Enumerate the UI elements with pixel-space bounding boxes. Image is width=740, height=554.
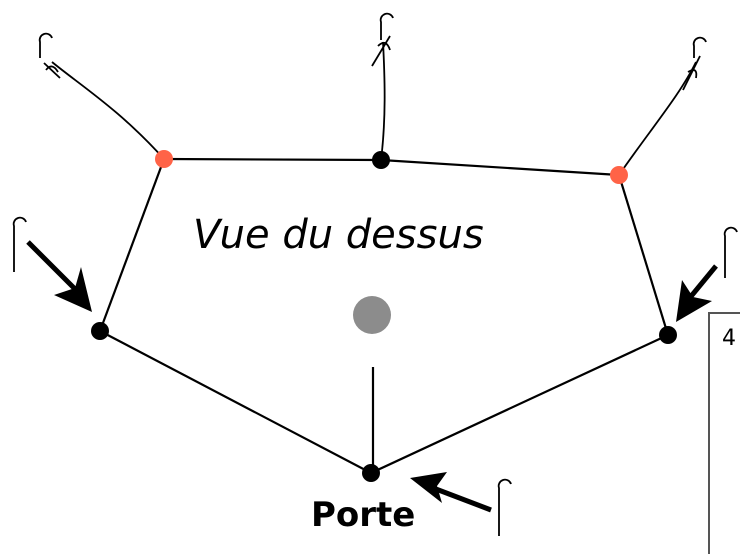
side-panel-box: 4 [708,312,740,554]
tent-top-view-diagram [12,12,738,536]
post-right [659,326,677,344]
edge-left [98,158,166,332]
hook-icon [12,216,27,272]
post-left [91,322,109,340]
hook-icon [497,478,512,536]
edge-top-right [380,158,620,177]
arrows [26,240,718,513]
side-panel-number: 4 [722,326,736,351]
edge-top-left [163,157,382,162]
view-label: Vue du dessus [193,212,484,258]
posts [91,150,677,482]
post-red-left [155,150,173,168]
post-red-right [610,166,628,184]
post-top-middle [372,151,390,169]
guy-line-left [51,61,165,160]
edge-bottom-left [99,330,372,474]
tent-outline [98,157,670,474]
edge-right [617,174,670,336]
hook-icon [38,32,61,79]
hooks [12,12,738,536]
arrow-icon [410,472,492,513]
edge-bottom-right [370,334,669,474]
hook-icon [371,12,394,67]
post-door [362,464,380,482]
center-pole [353,296,391,334]
guy-lines [51,41,697,176]
hook-icon [682,36,707,91]
guy-line-middle [380,41,386,161]
guy-line-right [618,61,697,176]
hook-icon [723,226,738,278]
arrow-icon [26,240,92,312]
door-label: Porte [311,495,416,535]
arrow-icon [676,264,718,322]
